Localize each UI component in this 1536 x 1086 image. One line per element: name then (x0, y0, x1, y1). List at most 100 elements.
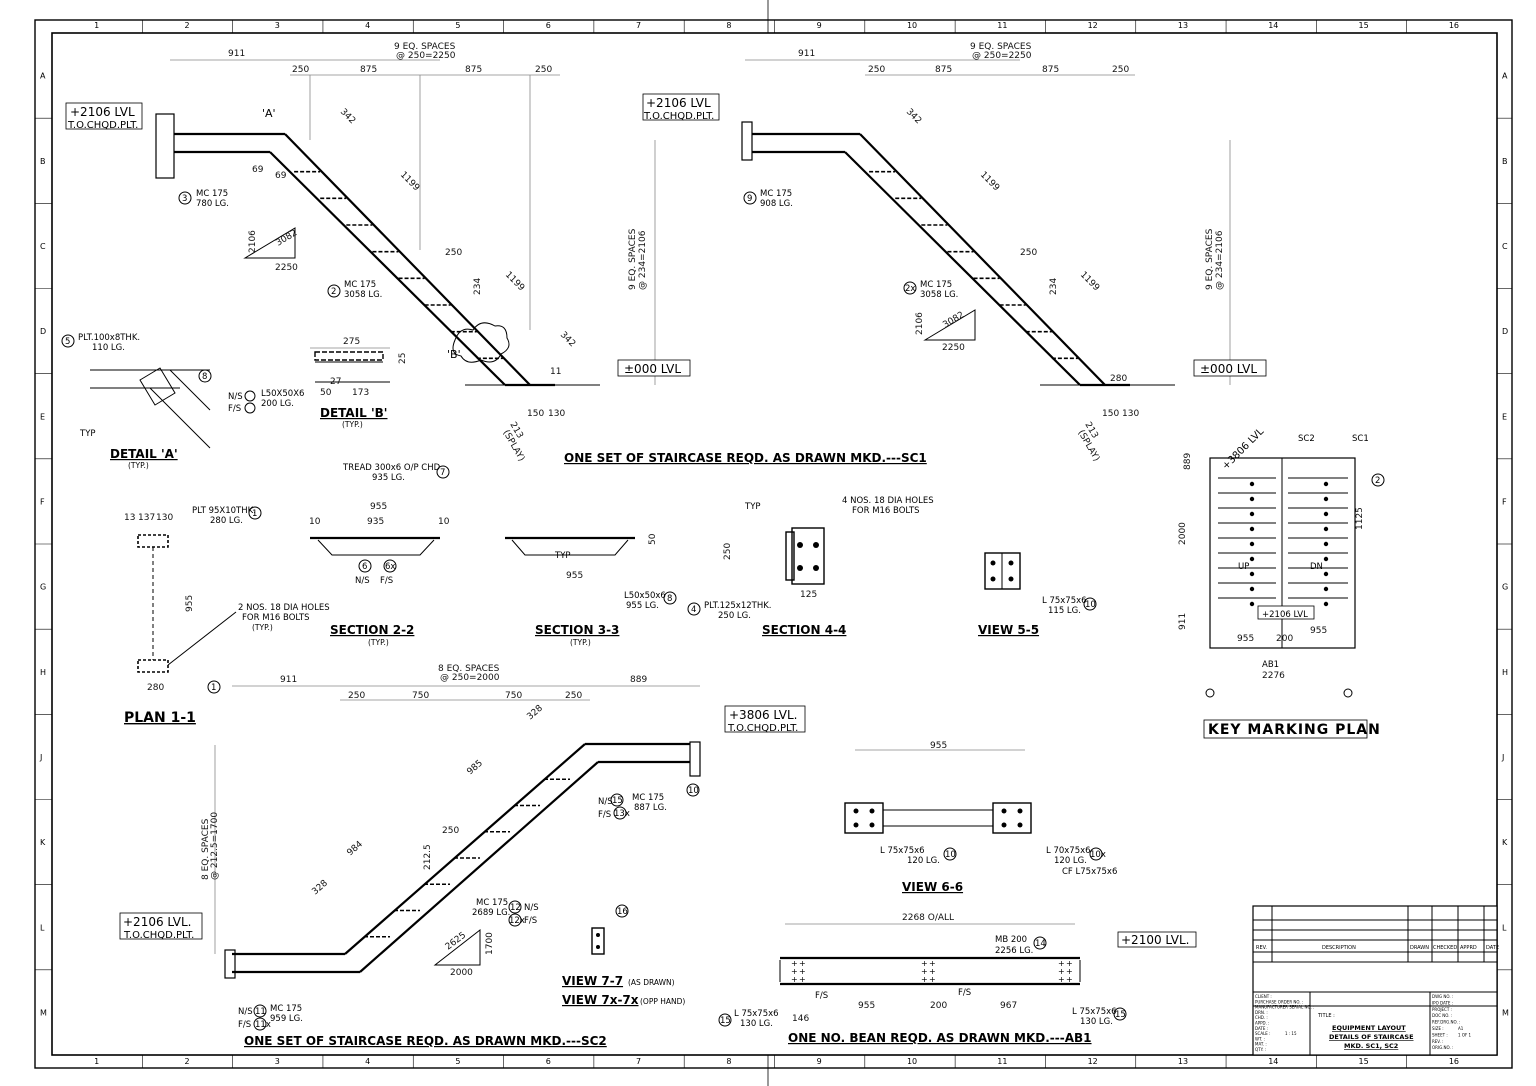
svg-text:6x: 6x (385, 562, 395, 572)
sec44-plate-len: 250 LG. (718, 611, 751, 621)
grid-col-label: 6 (546, 21, 551, 30)
grid-row-label: J (1501, 753, 1504, 762)
sec33-title: SECTION 3-3 (535, 623, 619, 637)
sc1-stringer (284, 133, 531, 386)
sc1-eq-value: @ 250=2250 (396, 51, 456, 61)
sc2-985: 985 (465, 758, 485, 777)
bolt-mark: + (1058, 959, 1065, 968)
detail-a-title: DETAIL 'A' (110, 447, 178, 461)
sc1-dim-342b: 342 (558, 330, 577, 349)
sc1b-mc-top-len: 908 LG. (760, 199, 793, 209)
grid-col-label: 16 (1449, 1057, 1459, 1066)
bolt-mark: + (1066, 975, 1073, 984)
bolt-mark: + (799, 967, 806, 976)
sc1b-mc-len: 3058 LG. (920, 290, 958, 300)
grid-col-label: 12 (1088, 21, 1098, 30)
key-955b: 955 (1310, 626, 1327, 636)
grid-row-label: D (40, 327, 46, 336)
title-block: REV. DESCRIPTION DRAWN CHECKED APPRD DAT… (1252, 905, 1499, 1056)
grid-row-label: K (1502, 838, 1508, 847)
sc1b-level-bottom: ±000 LVL (1200, 362, 1257, 376)
svg-text:4: 4 (691, 605, 696, 615)
detail-b-27: 27 (330, 377, 341, 387)
sc2-fs-a: F/S (598, 810, 611, 820)
view66-a1-len: 120 LG. (907, 856, 940, 866)
detail-b-25: 25 (398, 353, 408, 364)
tb-right-label: REV. : (1432, 1039, 1443, 1044)
sc2-250c: 250 (442, 826, 459, 836)
key-step-mark (1249, 511, 1255, 517)
view55-angle-len: 115 LG. (1048, 606, 1081, 616)
detail-a-sub: (TYP.) (128, 461, 149, 470)
grid-row-label: G (1502, 583, 1508, 592)
tb-apprd: APPRD (1460, 945, 1477, 951)
tb-title: TITLE : (1317, 1013, 1335, 1019)
plan11-holes3: (TYP.) (252, 623, 273, 632)
grid-col-label: 1 (94, 1057, 99, 1066)
beam-bolts: ++++++++++++++++++ (791, 959, 1073, 984)
grid-row-label: C (40, 242, 46, 251)
bolt-mark: + (1058, 975, 1065, 984)
key-step-mark (1323, 556, 1329, 562)
tb-left-label: DRN. : (1255, 1010, 1268, 1015)
sec33-angle: L50x50x6 (624, 591, 666, 601)
beam-a1: L 75x75x6 (734, 1009, 779, 1019)
plan11-dim-130: 130 (156, 513, 173, 523)
tb-right-label: SIZE : (1432, 1026, 1444, 1031)
svg-text:7: 7 (440, 468, 445, 478)
detail-a-plate-len: 110 LG. (92, 343, 125, 353)
sec33-typ: TYP (554, 551, 571, 561)
view66-cf: CF L75x75x6 (1062, 867, 1117, 877)
key-step-mark (1249, 526, 1255, 532)
view-7-7: 16 VIEW 7-7 (AS DRAWN) VIEW 7x-7x (OPP H… (562, 904, 685, 1007)
view66-a2: L 70x75x6 (1046, 846, 1091, 856)
tb-left-label: CHD. : (1255, 1015, 1268, 1020)
sc1b-dim-875a: 875 (935, 65, 952, 75)
beam-fs-a: F/S (815, 991, 828, 1001)
grid-row-label: M (1502, 1008, 1509, 1017)
sc1b-tri-h: 2106 (915, 312, 925, 335)
sc1b-dim-234: 234 (1049, 278, 1059, 295)
grid-row-label: E (40, 412, 45, 421)
sc1b-dim-342: 342 (904, 107, 923, 126)
sec44-typ: TYP (744, 502, 761, 512)
bolt-mark: + (791, 975, 798, 984)
sc1b-level-top: +2106 LVL (646, 96, 711, 110)
sc1-treads (294, 170, 503, 360)
grid-col-label: 13 (1178, 1057, 1188, 1066)
plan11-plate-len: 280 LG. (210, 516, 243, 526)
key-marking-plan: +3806 LVL SC2 SC1 UP DN +2106 LVL 955 20… (1178, 426, 1385, 739)
tb-right-value: 1 OF 1 (1458, 1032, 1472, 1037)
svg-text:8: 8 (202, 372, 207, 382)
tb-line1: EQUIPMENT LAYOUT (1332, 1024, 1406, 1032)
svg-text:10x: 10x (1090, 850, 1106, 860)
bolt-mark: + (929, 959, 936, 968)
svg-text:16: 16 (617, 907, 628, 917)
sc2-title: ONE SET OF STAIRCASE REQD. AS DRAWN MKD.… (244, 1034, 607, 1048)
view-5-5: L 75x75x6 115 LG. 10 VIEW 5-5 (978, 552, 1097, 637)
beam-mb-len: 2256 LG. (995, 946, 1033, 956)
grid-col-label: 10 (907, 1057, 917, 1066)
view66-a1: L 75x75x6 (880, 846, 925, 856)
grid-row-label: B (40, 157, 46, 166)
plan11-dim-137: 137 (138, 513, 155, 523)
tb-line2: DETAILS OF STAIRCASE (1329, 1033, 1414, 1041)
sc2-tochqd: T.O.CHQD.PLT. (727, 723, 798, 734)
beam-200: 200 (930, 1001, 947, 1011)
sc1-mc-top: MC 175 (196, 189, 228, 199)
sec22-ns: N/S (355, 576, 370, 586)
key-step-mark (1323, 541, 1329, 547)
sc2-889: 889 (630, 675, 647, 685)
detail-a-ns: N/S (228, 392, 243, 402)
key-step-mark (1249, 496, 1255, 502)
view-6-6: 955 L 75x75x6 120 LG. 10 L 70x75x6 120 L… (844, 741, 1117, 894)
grid-col-label: 11 (997, 1057, 1007, 1066)
sc1-dim-69b: 69 (275, 171, 287, 181)
grid-col-label: 6 (546, 1057, 551, 1066)
tb-right-label: DOC NO. : (1432, 1013, 1452, 1018)
sc1-tochqd: T.O.CHQD.PLT. (67, 120, 138, 131)
sec44-holes: 4 NOS. 18 DIA HOLES (842, 496, 934, 506)
sc2-level-bot: +2106 LVL. (123, 915, 191, 929)
view77-title2-sub: (OPP HAND) (640, 997, 685, 1006)
